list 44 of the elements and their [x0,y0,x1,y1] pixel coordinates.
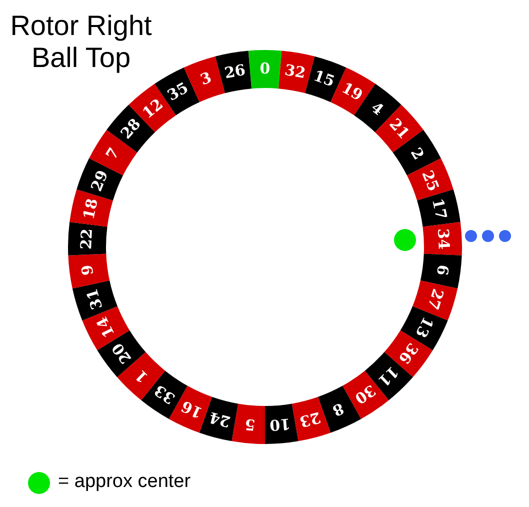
pocket-number: 22 [79,228,96,250]
wheel-pocket [420,253,462,289]
pocket-number: 32 [284,62,307,81]
wheel-pocket [68,221,108,256]
pocket-number: 25 [419,168,441,194]
pocket-number: 4 [368,99,386,118]
pocket-number: 30 [352,382,378,407]
pocket-number: 34 [434,228,451,250]
pocket-number: 15 [312,68,337,90]
pocket-number: 9 [80,263,97,276]
pocket-number: 29 [88,168,111,194]
wheel-pocket [248,50,282,89]
pocket-number: 35 [165,80,191,104]
wheel-pocket [68,253,110,289]
legend-label: = approx center [58,472,191,493]
wheel-pocket [215,50,252,94]
wheel-pocket [265,403,299,444]
pocket-number: 1 [132,366,151,385]
pocket-number: 7 [104,145,123,162]
title: Rotor Right Ball Top [9,10,153,74]
pocket-number: 33 [152,382,178,407]
wheel-pocket [231,403,265,444]
pocket-number: 20 [110,340,134,366]
pocket-number: 26 [223,62,246,81]
pocket-number: 2 [407,145,426,162]
pocket-number: 5 [244,416,256,432]
pocket-number: 18 [81,198,101,222]
pocket-number: 16 [179,398,204,420]
pocket-number: 8 [330,400,346,418]
pocket-number: 14 [94,314,118,340]
pocket-number: 27 [424,286,446,312]
pocket-number: 10 [269,416,292,433]
pocket-number: 6 [433,263,450,276]
pocket-number: 19 [339,80,365,104]
wheel-pocket [417,189,461,227]
pocket-number: 0 [260,62,270,76]
pocket-number: 23 [298,409,322,430]
pocket-number: 3 [198,70,214,88]
pocket-number: 24 [208,409,232,430]
pocket-number: 21 [386,116,412,142]
pocket-number: 31 [84,286,106,312]
wheel-pocket [422,221,462,256]
pocket-number: 13 [412,314,436,340]
pocket-number: 17 [429,198,449,222]
